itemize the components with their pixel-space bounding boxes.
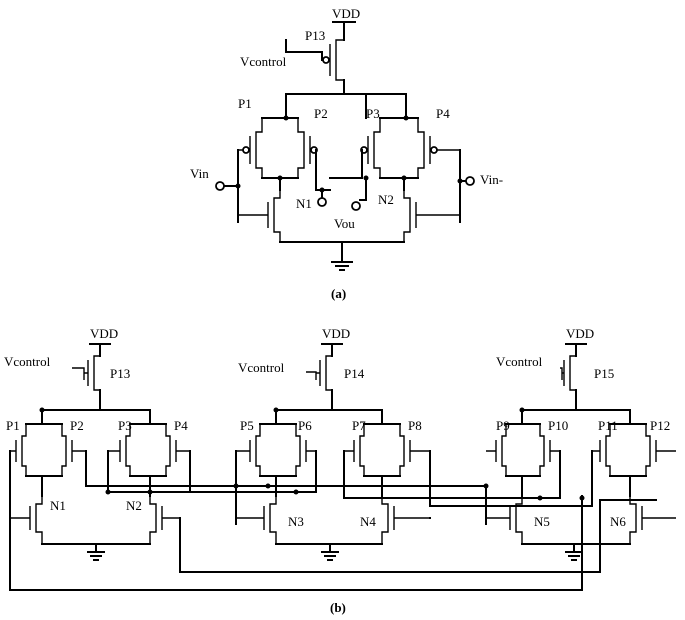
p4-label-b: P4: [174, 418, 188, 433]
caption-b: (b): [330, 600, 346, 615]
transistor-p2-a: [297, 118, 318, 178]
ground-a: [331, 261, 353, 271]
caption-a: (a): [331, 286, 346, 301]
stage-1: VDD Vcontrol P13 P1 P2 P3 P4 N1 N2: [4, 326, 190, 561]
out-terminal-2: [351, 201, 361, 211]
n4-label-b: N4: [360, 514, 376, 529]
vdd-label-s2: VDD: [322, 326, 350, 341]
p9-label-b: P9: [496, 418, 510, 433]
vcontrol-label-s2: Vcontrol: [238, 360, 285, 375]
vin-terminal: [215, 181, 225, 191]
transistor-p4-a: [417, 118, 460, 178]
transistor-p13-a: [322, 39, 344, 81]
circuit-a: VDD P13 Vcontrol P1 P2 P3 P4: [190, 6, 503, 301]
p6-label-b: P6: [298, 418, 312, 433]
n5-label-b: N5: [534, 514, 550, 529]
transistor-p3-a: [360, 118, 381, 178]
vdd-rail-a: [332, 21, 356, 41]
p2-label-b: P2: [70, 418, 84, 433]
n6-label-b: N6: [610, 514, 626, 529]
p14-label-b: P14: [344, 366, 365, 381]
transistor-p14-b: [306, 355, 332, 391]
p12-label-b: P12: [650, 418, 670, 433]
vcontrol-label-s3: Vcontrol: [496, 354, 543, 369]
interconnects: [9, 407, 657, 591]
transistor-p15-b: [560, 355, 576, 391]
p4-label-a: P4: [436, 106, 450, 121]
vou-label: Vou: [334, 216, 355, 231]
transistor-p13-b: [72, 355, 100, 391]
n3-label-b: N3: [288, 514, 304, 529]
n1-label-a: N1: [296, 196, 312, 211]
p3-label-a: P3: [366, 106, 380, 121]
top-drops-a: [285, 93, 407, 119]
circuit-b: VDD Vcontrol P13 P1 P2 P3 P4 N1 N2 VDD V…: [4, 326, 676, 615]
vin-minus-label: Vin-: [480, 172, 503, 187]
vcontrol-label-a: Vcontrol: [240, 54, 287, 69]
p15-label-b: P15: [594, 366, 614, 381]
p5-label-b: P5: [240, 418, 254, 433]
vdd-label-s1: VDD: [90, 326, 118, 341]
n2-label-a: N2: [378, 192, 394, 207]
p2-label-a: P2: [314, 106, 328, 121]
n2-label-b: N2: [126, 498, 142, 513]
p3-label-b: P3: [118, 418, 132, 433]
out-terminal-1: [317, 197, 327, 207]
n1-label-b: N1: [50, 498, 66, 513]
p13-label-a: P13: [305, 28, 325, 43]
vcontrol-wire-a: [285, 39, 323, 61]
p1-label-a: P1: [238, 96, 252, 111]
p8-label-b: P8: [408, 418, 422, 433]
vin-label: Vin: [190, 166, 209, 181]
p7-label-b: P7: [352, 418, 366, 433]
p10-label-b: P10: [548, 418, 568, 433]
stage-3: VDD Vcontrol P15 P9 P10 P11 P12 N5 N6: [486, 326, 676, 561]
transistor-p1-a: [238, 118, 263, 178]
p11-label-b: P11: [598, 418, 618, 433]
stage-2: VDD Vcontrol P14 P5 P6 P7 P8 N3 N4: [236, 326, 430, 561]
transistor-n1-a: [238, 190, 281, 242]
vin-minus-terminal: [465, 176, 475, 186]
p13-label-b: P13: [110, 366, 130, 381]
transistor-n2-a: [403, 190, 460, 242]
p1-label-b: P1: [6, 418, 20, 433]
vdd-label-s3: VDD: [566, 326, 594, 341]
vdd-label-a: VDD: [332, 6, 360, 21]
vcontrol-label-s1: Vcontrol: [4, 354, 51, 369]
